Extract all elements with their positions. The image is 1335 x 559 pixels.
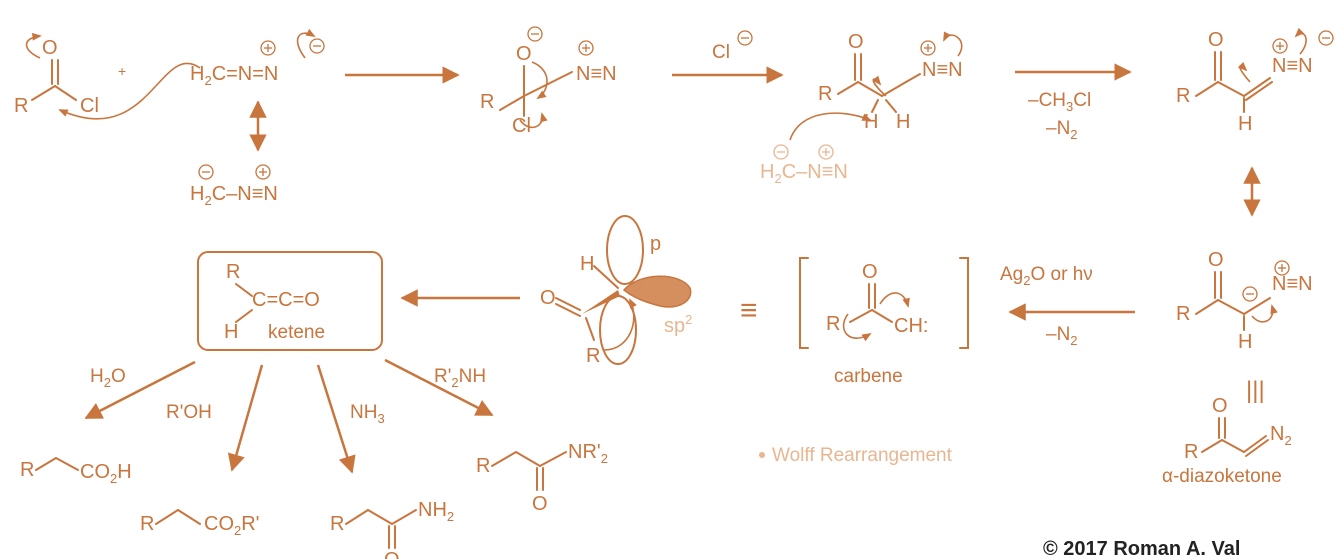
svg-text:O: O	[540, 287, 556, 309]
svg-text:H: H	[864, 111, 878, 133]
svg-text:N2: N2	[1270, 423, 1292, 448]
svg-text:N≡N: N≡N	[922, 59, 963, 81]
equivalent-sign: ≡	[740, 294, 758, 327]
atom-o: O	[42, 37, 58, 59]
carbene-label: carbene	[834, 366, 903, 387]
svg-text:R: R	[1176, 85, 1190, 107]
arrow-water	[84, 360, 196, 420]
svg-text:O: O	[862, 261, 878, 283]
svg-text:O: O	[1208, 29, 1224, 51]
reagent-ch3cl: –CH3Cl	[1028, 90, 1091, 114]
atom-r: R	[14, 95, 28, 117]
svg-text:H: H	[896, 111, 910, 133]
sp2-label: sp2	[664, 312, 692, 337]
svg-text:O: O	[532, 493, 548, 515]
orbital-picture: p sp2 H O R	[540, 215, 692, 367]
svg-text:R: R	[818, 83, 832, 105]
product-carboxylic-acid: R CO2H	[20, 457, 132, 486]
svg-text:O: O	[1208, 249, 1224, 271]
wolff-rearrangement-label: Wolff Rearrangement	[772, 445, 953, 466]
svg-text:H: H	[224, 321, 238, 343]
svg-text:N≡N: N≡N	[576, 63, 617, 85]
svg-text:H2C–N≡N: H2C–N≡N	[760, 161, 848, 186]
svg-text:CO2H: CO2H	[80, 461, 132, 486]
arrow-amine	[384, 358, 494, 417]
diazonium-ketone: O R H H N≡N	[789, 31, 963, 141]
equivalence-mark: |||	[1246, 377, 1265, 404]
svg-text:O: O	[384, 549, 400, 559]
svg-text:R: R	[480, 91, 494, 113]
svg-text:R: R	[20, 459, 34, 481]
h2c-label: H2C=N=N	[190, 63, 278, 88]
svg-text:R: R	[586, 345, 600, 367]
carbene-structure: O R CH: carbene	[799, 257, 969, 387]
diazomethane: H2C=N=N	[58, 28, 325, 120]
svg-text:CO2R': CO2R'	[204, 513, 260, 538]
alpha-diazoketone: O R N2 α-diazoketone	[1162, 395, 1292, 487]
svg-text:R: R	[826, 313, 840, 335]
reagent-h2o: H2O	[90, 366, 126, 390]
bullet-dot	[759, 452, 765, 458]
svg-text:H2C–N≡N: H2C–N≡N	[190, 183, 278, 208]
svg-text:R: R	[1176, 303, 1190, 325]
arrow-ammonia	[316, 364, 356, 474]
svg-text:N≡N: N≡N	[1272, 273, 1313, 295]
svg-text:H: H	[580, 253, 594, 275]
svg-text:C=C=O: C=C=O	[252, 289, 320, 311]
product-substituted-amide: R O NR'2	[476, 441, 608, 515]
svg-text:R: R	[140, 513, 154, 535]
copyright-notice: © 2017 Roman A. Val	[1043, 538, 1240, 559]
svg-text:N≡N: N≡N	[1272, 55, 1313, 77]
reagent-r2nh: R'2NH	[434, 366, 486, 390]
svg-text:Cl: Cl	[512, 115, 531, 137]
reagent-roh: R'OH	[166, 402, 212, 423]
atom-cl: Cl	[80, 95, 99, 117]
product-amide: R O NH2	[330, 499, 454, 559]
svg-text:O: O	[848, 31, 864, 53]
p-orbital-label: p	[650, 233, 661, 255]
svg-text:H: H	[1238, 331, 1252, 353]
plus-sign: +	[118, 63, 126, 79]
diazoketone-resonance-1: O R H N≡N	[1176, 27, 1334, 135]
svg-text:O: O	[1212, 395, 1228, 417]
ketene-label: ketene	[268, 322, 325, 343]
svg-text:NH2: NH2	[418, 499, 454, 524]
svg-text:R: R	[476, 455, 490, 477]
diazomethane-resonance: H2C–N≡N	[190, 164, 278, 208]
reagent-chloride: Cl	[712, 42, 730, 63]
product-ester: R CO2R'	[140, 509, 260, 538]
reagent-nh3: NH3	[350, 402, 385, 426]
ketene-structure: R C=C=O H ketene	[224, 261, 325, 343]
svg-text:O: O	[516, 43, 532, 65]
ketene-box	[197, 251, 383, 351]
reagent-n2-a: –N2	[1046, 118, 1078, 142]
diazomethane-faint: H2C–N≡N	[760, 144, 848, 186]
svg-text:R: R	[226, 261, 240, 283]
diazoketone-resonance-2: O R H N≡N	[1176, 249, 1313, 353]
tetrahedral-intermediate: O R Cl N≡N	[480, 26, 617, 137]
reagent-ag2o: Ag2O or hν	[1000, 264, 1093, 288]
svg-text:R: R	[330, 513, 344, 535]
alpha-diazoketone-label: α-diazoketone	[1162, 466, 1282, 487]
reagent-n2-b: –N2	[1046, 324, 1078, 348]
svg-text:H: H	[1238, 113, 1252, 135]
svg-text:NR'2: NR'2	[568, 441, 608, 466]
acid-chloride: O R Cl	[14, 33, 99, 117]
svg-text:CH:: CH:	[894, 315, 928, 337]
svg-text:R: R	[1184, 441, 1198, 463]
arrow-alcohol	[227, 364, 264, 472]
